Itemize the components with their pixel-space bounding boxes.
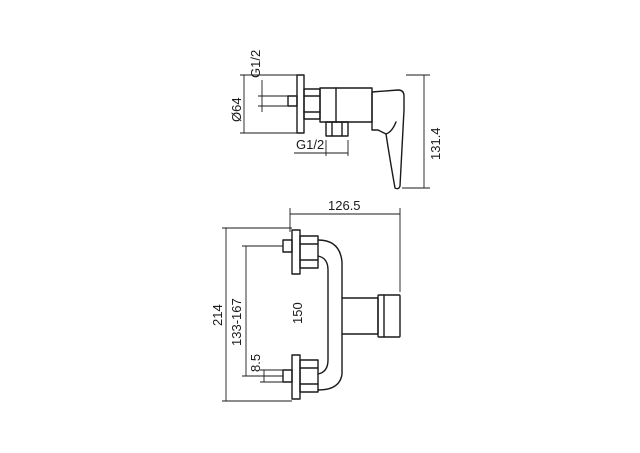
side-valve-body <box>319 87 373 123</box>
side-outlet <box>325 121 349 137</box>
centers-range-label: 133-167 <box>229 298 244 346</box>
lower-wall-flange <box>291 354 301 400</box>
valve-housing <box>341 297 379 335</box>
outlet-thread-label: G1/2 <box>296 137 324 152</box>
side-lever-handle <box>371 89 405 190</box>
front-lever-handle <box>377 294 401 338</box>
overall-height-label: 214 <box>210 304 225 326</box>
front-view-dimensions: 126.5 214 133-167 150 8.5 <box>210 198 401 402</box>
flange-diameter-label: Ø64 <box>229 97 244 122</box>
upper-inlet-stub <box>282 239 293 253</box>
centers-nominal-label: 150 <box>290 302 305 324</box>
side-inlet-stub <box>287 95 298 107</box>
inlet-thread-label: G1/2 <box>248 50 263 78</box>
upper-wall-flange <box>291 229 301 275</box>
lower-inlet-stub <box>282 369 293 383</box>
side-view-dimensions: G1/2 Ø64 G1/2 131.4 <box>229 50 443 189</box>
offset-label: 8.5 <box>248 354 263 372</box>
side-view <box>287 74 405 190</box>
side-hex-nut <box>303 88 321 120</box>
height-label: 131.4 <box>428 127 443 160</box>
upper-hex-nut <box>299 235 319 269</box>
lower-hex-nut <box>299 359 319 393</box>
side-wall-flange <box>296 74 305 134</box>
depth-label: 126.5 <box>328 198 361 213</box>
mixer-body <box>317 239 343 391</box>
